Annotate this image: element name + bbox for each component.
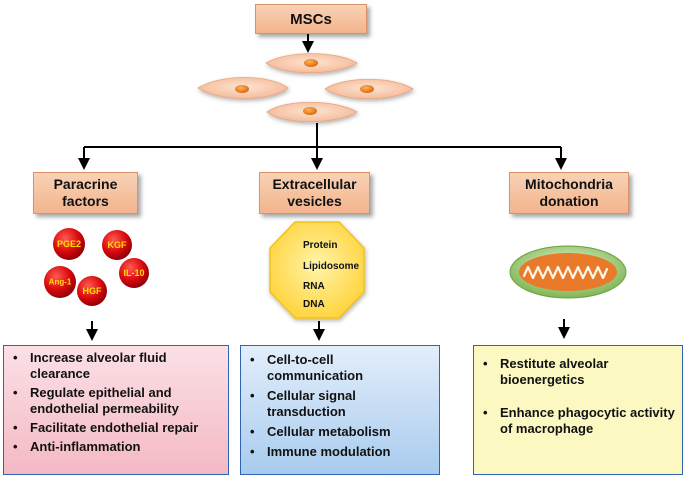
factor-label-kgf: KGF xyxy=(107,240,127,250)
vesicle-content-dna: DNA xyxy=(303,299,325,310)
vesicle-content-protein: Protein xyxy=(303,240,338,251)
outcome-item: Increase alveolar fluid clearance xyxy=(10,350,222,382)
msc-title-box: MSCs xyxy=(255,4,367,34)
paracrine-factors-box: Paracrine factors xyxy=(33,172,138,214)
outcome-item: Restitute alveolar bioenergetics xyxy=(480,356,676,388)
factor-label-hgf: HGF xyxy=(82,286,102,296)
outcome-item: Cellular signal transduction xyxy=(247,388,433,420)
vesicle-content-rna: RNA xyxy=(303,281,325,292)
msc-cell xyxy=(197,77,289,99)
paracrine-outcomes-list: Increase alveolar fluid clearance Regula… xyxy=(10,350,222,455)
msc-title: MSCs xyxy=(290,10,332,28)
factor-ball-ang1 xyxy=(44,266,76,298)
factor-label-ang1: Ang-1 xyxy=(48,277,72,287)
extracellular-vesicles-label: Extracellular vesicles xyxy=(272,176,357,209)
mitochondria-outcomes-box: Restitute alveolar bioenergetics Enhance… xyxy=(473,345,683,475)
extracellular-vesicles-box: Extracellular vesicles xyxy=(259,172,370,214)
outcome-item: Cellular metabolism xyxy=(247,424,433,440)
msc-cell xyxy=(265,53,358,74)
factor-ball-kgf xyxy=(102,230,132,260)
mitochondria-outcomes-list: Restitute alveolar bioenergetics Enhance… xyxy=(480,356,676,437)
outcome-item: Anti-inflammation xyxy=(10,439,222,455)
mitochondria-donation-label: Mitochondria donation xyxy=(525,176,613,209)
factor-label-pge2: PGE2 xyxy=(56,239,82,249)
paracrine-factors-label: Paracrine factors xyxy=(53,176,118,209)
factor-label-il10: IL-10 xyxy=(123,268,145,278)
outcome-item: Facilitate endothelial repair xyxy=(10,420,222,436)
mitochondrion-illustration xyxy=(509,245,627,299)
vesicles-outcomes-list: Cell-to-cell communication Cellular sign… xyxy=(247,352,433,460)
outcome-item: Immune modulation xyxy=(247,444,433,460)
outcome-item: Regulate epithelial and endothelial perm… xyxy=(10,385,222,417)
vesicle-content-lipidosome: Lipidosome xyxy=(303,261,360,272)
paracrine-factor-cluster xyxy=(44,228,149,306)
outcome-item: Enhance phagocytic activity of macrophag… xyxy=(480,405,676,437)
paracrine-outcomes-box: Increase alveolar fluid clearance Regula… xyxy=(3,345,229,475)
vesicles-outcomes-box: Cell-to-cell communication Cellular sign… xyxy=(240,345,440,475)
msc-cell xyxy=(266,101,358,123)
outcome-item: Cell-to-cell communication xyxy=(247,352,433,384)
msc-cell xyxy=(324,78,414,100)
msc-cell-cluster xyxy=(197,53,414,123)
factor-ball-pge2 xyxy=(53,228,85,260)
mitochondria-donation-box: Mitochondria donation xyxy=(509,172,629,214)
factor-ball-il10 xyxy=(119,258,149,288)
vesicle-octagon xyxy=(269,221,365,319)
factor-ball-hgf xyxy=(77,276,107,306)
